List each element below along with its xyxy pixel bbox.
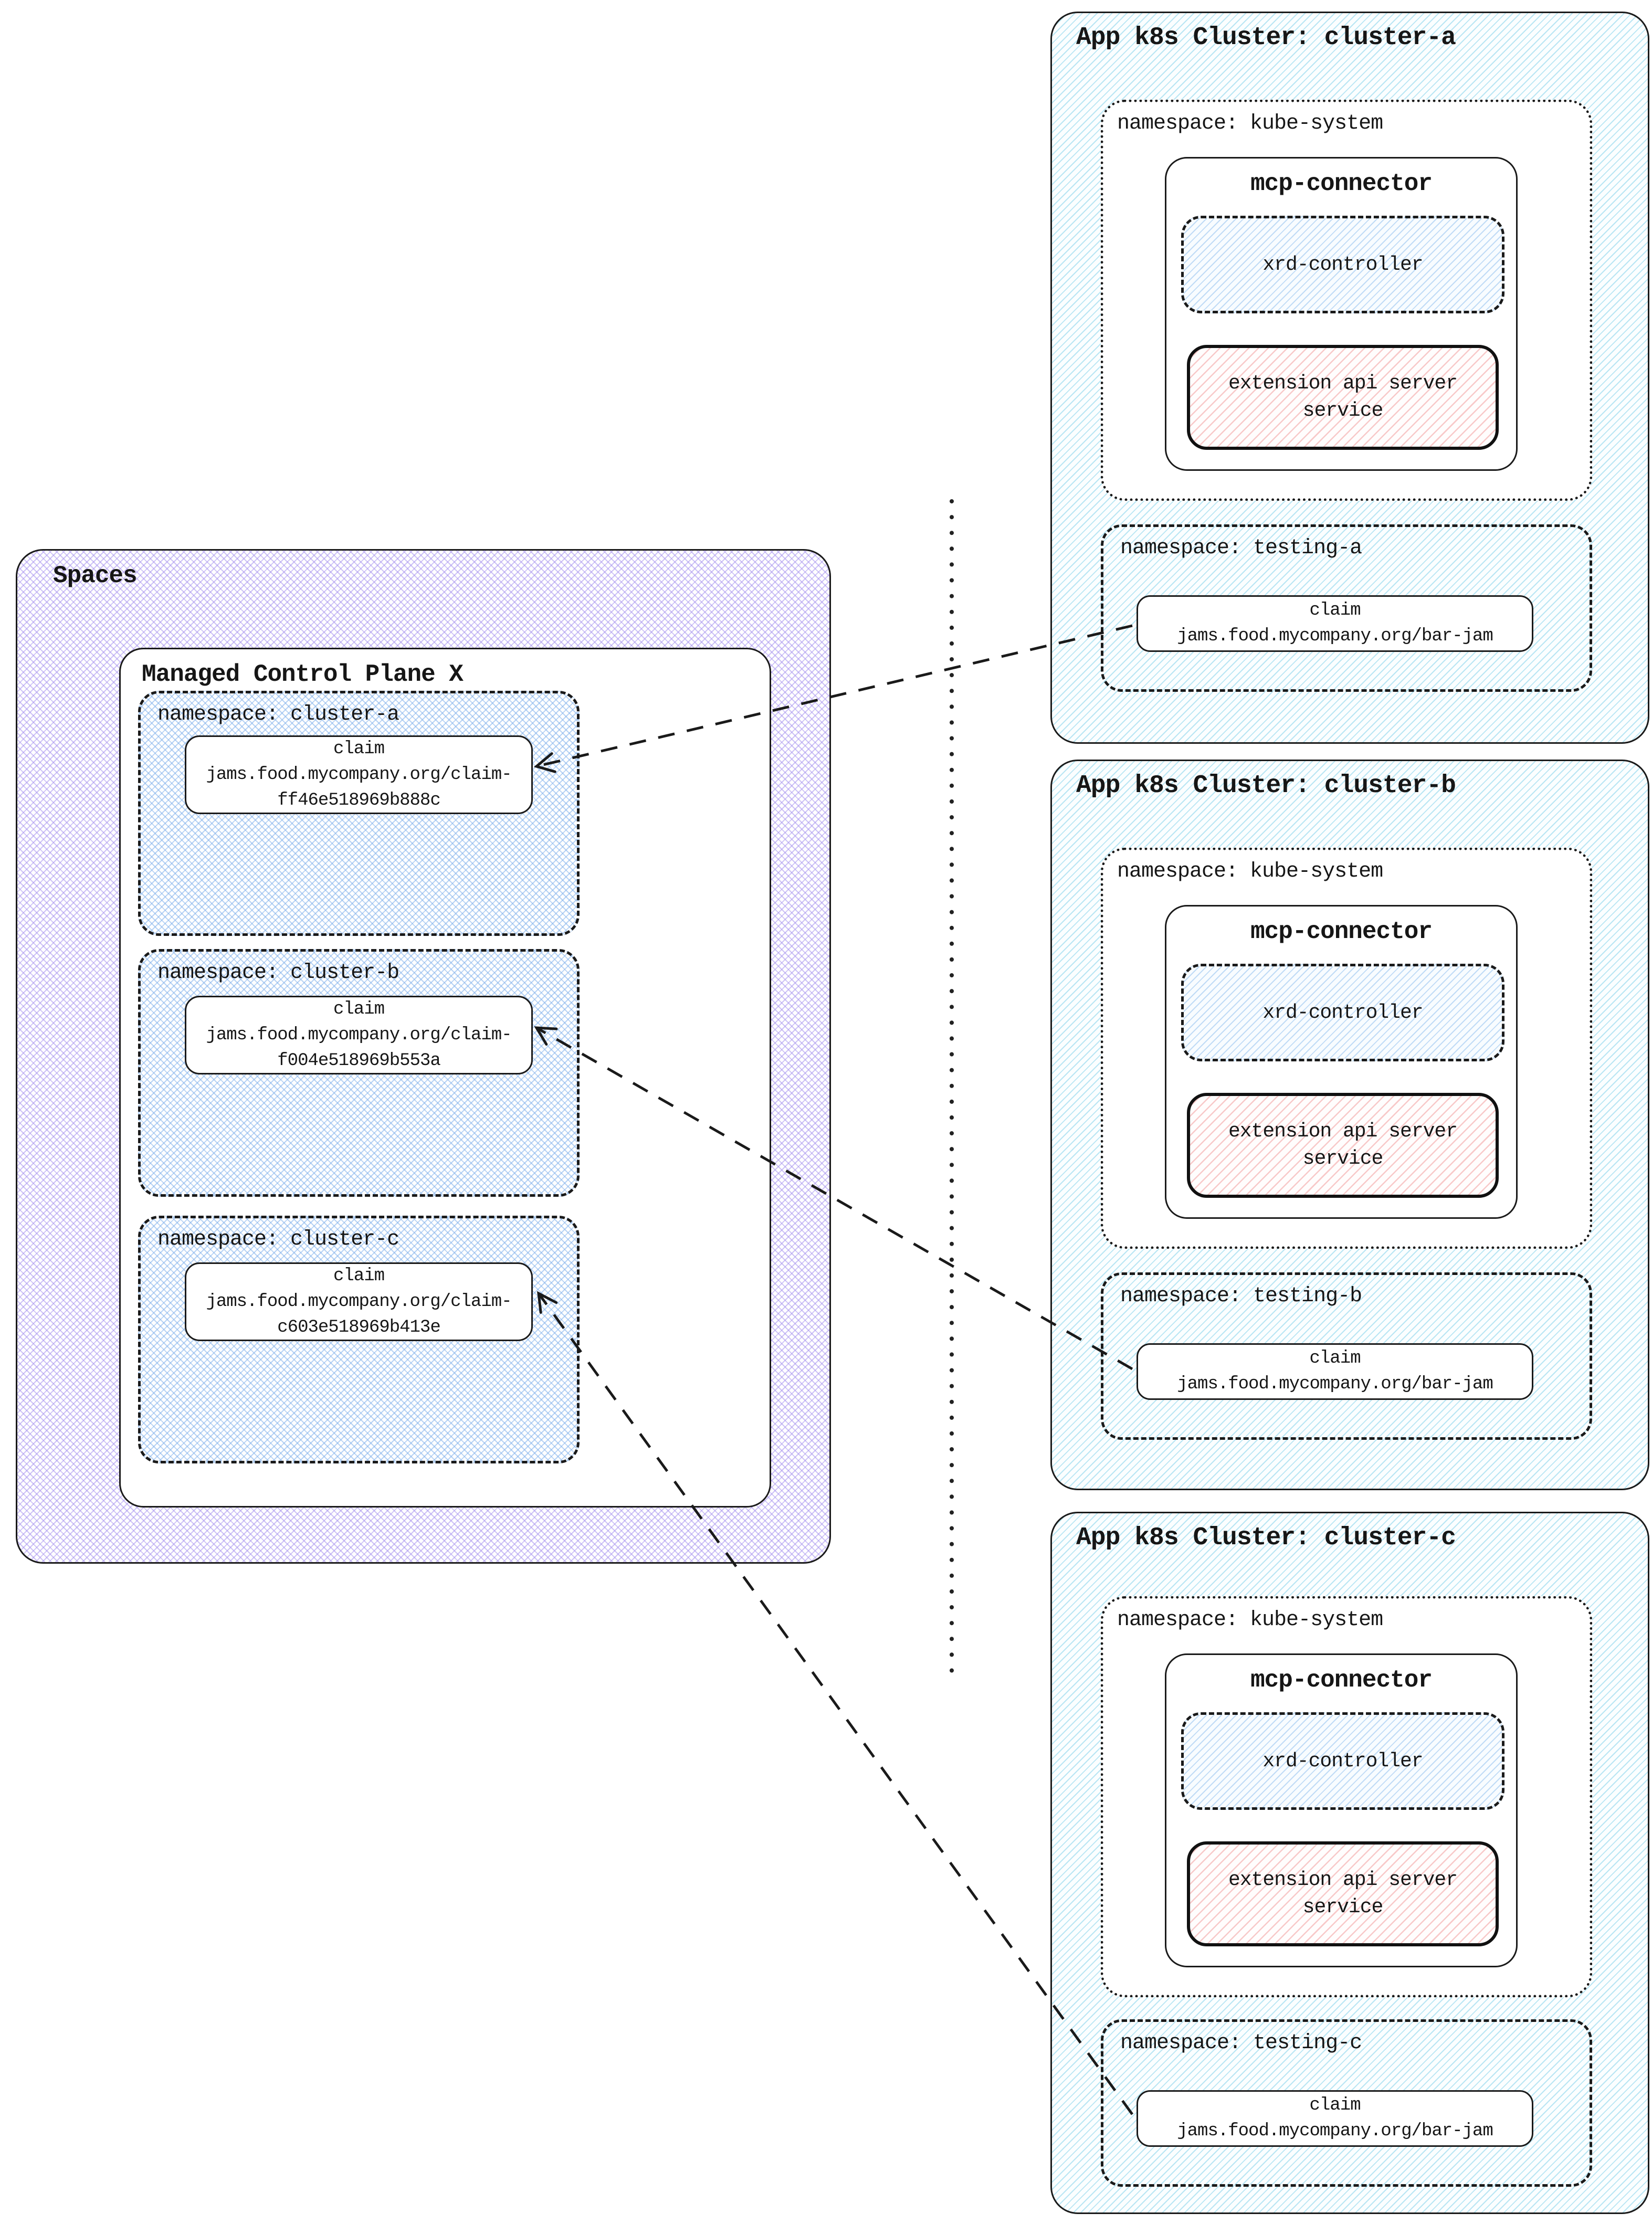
claim-bar-jam-b: claim jams.food.mycompany.org/bar-jam (1137, 1343, 1533, 1400)
app-cluster-c-title: App k8s Cluster: cluster-c (1076, 1524, 1456, 1552)
claim-line: jams.food.mycompany.org/bar-jam (1177, 2121, 1493, 2141)
testing-a-label: namespace: testing-a (1120, 536, 1362, 560)
testing-b-label: namespace: testing-b (1120, 1284, 1362, 1308)
testing-a: namespace: testing-a claim jams.food.myc… (1101, 524, 1592, 692)
claim-line: c603e518969b413e (277, 1317, 440, 1337)
testing-c-label: namespace: testing-c (1120, 2031, 1362, 2055)
extension-api-server-c-label: extension api server (1228, 1869, 1458, 1891)
claim-line: jams.food.mycompany.org/claim- (206, 1291, 512, 1312)
managed-control-plane: Managed Control Plane X namespace: clust… (119, 648, 771, 1508)
claim-line: jams.food.mycompany.org/claim- (206, 764, 512, 785)
kube-system-a: namespace: kube-system mcp-connector xrd… (1101, 100, 1592, 501)
xrd-controller-b: xrd-controller (1181, 964, 1504, 1061)
extension-api-server-b-label: extension api server (1228, 1120, 1458, 1143)
extension-api-server-b: extension api server service (1187, 1093, 1499, 1198)
extension-api-server-b-label2: service (1302, 1147, 1384, 1170)
app-cluster-c: App k8s Cluster: cluster-c namespace: ku… (1050, 1512, 1649, 2214)
app-cluster-b: App k8s Cluster: cluster-b namespace: ku… (1050, 760, 1649, 1490)
testing-b: namespace: testing-b claim jams.food.myc… (1101, 1272, 1592, 1440)
claim-line: ff46e518969b888c (277, 790, 440, 810)
extension-api-server-a: extension api server service (1187, 345, 1499, 450)
xrd-controller-c-label: xrd-controller (1262, 1750, 1423, 1773)
claim-line: f004e518969b553a (277, 1050, 440, 1071)
mcp-connector-c: mcp-connector xrd-controller extension a… (1165, 1653, 1518, 1967)
kube-system-b-label: namespace: kube-system (1117, 860, 1383, 883)
namespace-cluster-b: namespace: cluster-b claim jams.food.myc… (138, 949, 580, 1197)
claim-title: claim (1309, 600, 1361, 620)
extension-api-server-a-label: extension api server (1228, 372, 1458, 395)
xrd-controller-c: xrd-controller (1181, 1712, 1504, 1810)
mcp-connector-b-label: mcp-connector (1250, 918, 1433, 945)
testing-c: namespace: testing-c claim jams.food.myc… (1101, 2019, 1592, 2187)
namespace-cluster-c: namespace: cluster-c claim jams.food.myc… (138, 1216, 580, 1463)
kube-system-c-label: namespace: kube-system (1117, 1608, 1383, 1632)
claim-title: claim (333, 739, 385, 759)
claim-title: claim (333, 999, 385, 1019)
mcp-connector-c-label: mcp-connector (1250, 1667, 1433, 1694)
app-cluster-a: App k8s Cluster: cluster-a namespace: ku… (1050, 12, 1649, 744)
kube-system-c: namespace: kube-system mcp-connector xrd… (1101, 1596, 1592, 1997)
claim-line: jams.food.mycompany.org/bar-jam (1177, 626, 1493, 646)
xrd-controller-a: xrd-controller (1181, 216, 1504, 313)
kube-system-b: namespace: kube-system mcp-connector xrd… (1101, 848, 1592, 1249)
extension-api-server-c: extension api server service (1187, 1841, 1499, 1946)
namespace-cluster-a: namespace: cluster-a claim jams.food.myc… (138, 691, 580, 936)
namespace-cluster-c-label: namespace: cluster-c (157, 1228, 399, 1251)
spaces-label: Spaces (53, 562, 138, 589)
claim-title: claim (333, 1266, 385, 1286)
claim-cluster-c: claim jams.food.mycompany.org/claim- c60… (185, 1262, 533, 1341)
spaces-container: Spaces Managed Control Plane X namespace… (16, 549, 831, 1564)
mcp-connector-a-label: mcp-connector (1250, 170, 1433, 197)
mcp-connector-a: mcp-connector xrd-controller extension a… (1165, 157, 1518, 471)
claim-title: claim (1309, 1348, 1361, 1368)
claim-bar-jam-c: claim jams.food.mycompany.org/bar-jam (1137, 2090, 1533, 2147)
app-cluster-a-title: App k8s Cluster: cluster-a (1076, 24, 1456, 52)
namespace-cluster-b-label: namespace: cluster-b (157, 961, 399, 985)
kube-system-a-label: namespace: kube-system (1117, 112, 1383, 135)
claim-line: jams.food.mycompany.org/claim- (206, 1025, 512, 1045)
claim-cluster-b: claim jams.food.mycompany.org/claim- f00… (185, 996, 533, 1074)
xrd-controller-a-label: xrd-controller (1262, 253, 1423, 276)
extension-api-server-a-label2: service (1302, 399, 1384, 422)
claim-cluster-a: claim jams.food.mycompany.org/claim- ff4… (185, 735, 533, 814)
mcp-connector-b: mcp-connector xrd-controller extension a… (1165, 905, 1518, 1219)
claim-title: claim (1309, 2095, 1361, 2115)
extension-api-server-c-label2: service (1302, 1896, 1384, 1919)
app-cluster-b-title: App k8s Cluster: cluster-b (1076, 772, 1456, 800)
claim-line: jams.food.mycompany.org/bar-jam (1177, 1374, 1493, 1394)
namespace-cluster-a-label: namespace: cluster-a (157, 703, 399, 726)
managed-control-plane-label: Managed Control Plane X (142, 661, 464, 688)
claim-bar-jam-a: claim jams.food.mycompany.org/bar-jam (1137, 595, 1533, 652)
xrd-controller-b-label: xrd-controller (1262, 1001, 1423, 1024)
